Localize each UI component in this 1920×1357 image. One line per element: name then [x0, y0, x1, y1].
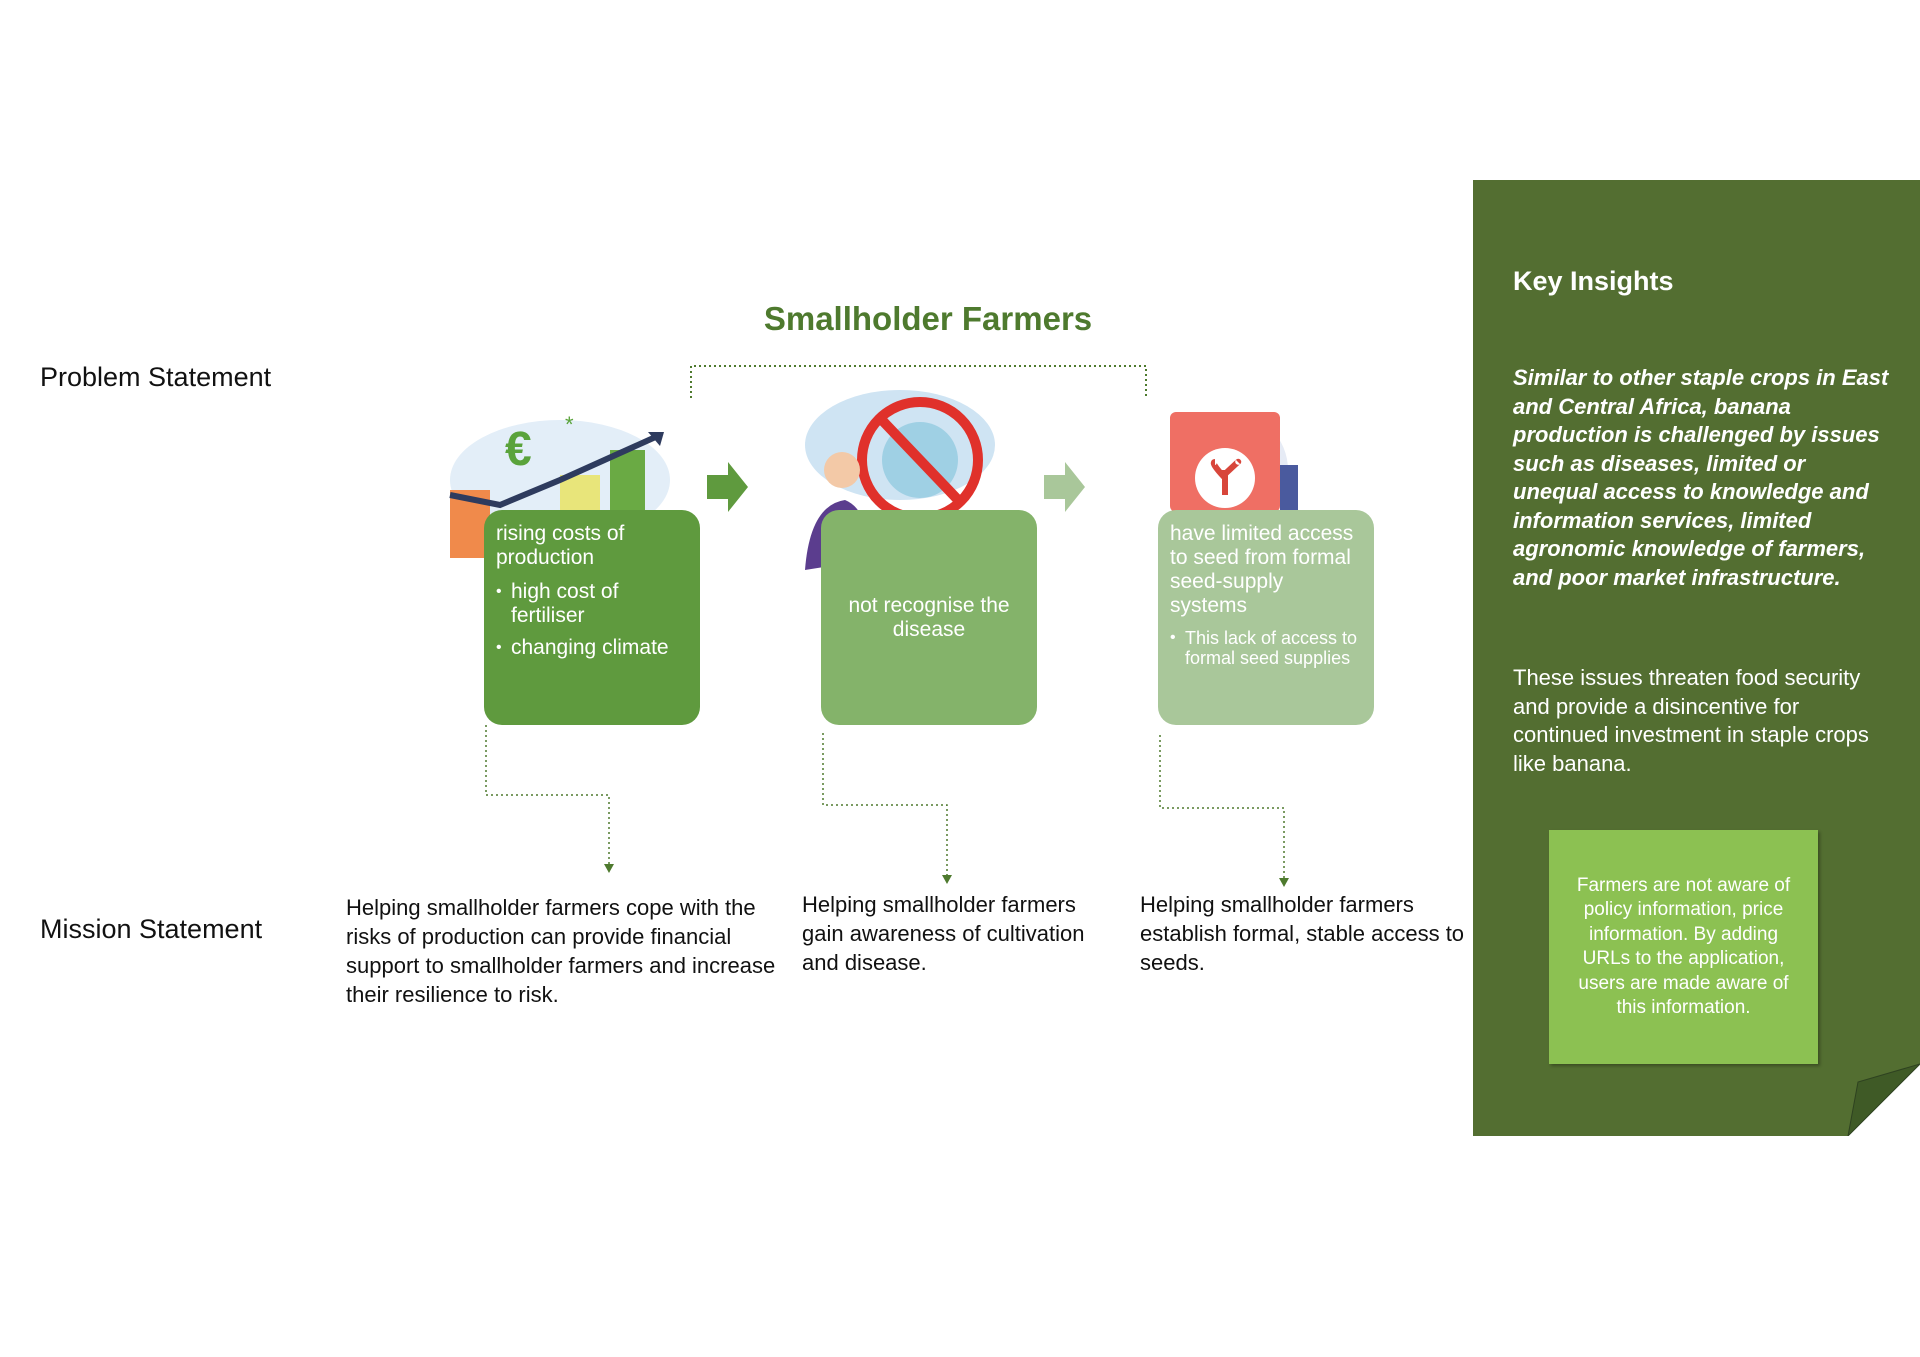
seed-bag-illustration — [1170, 412, 1298, 528]
problem-heading: not recognise the disease — [848, 593, 1010, 641]
problem-box-costs: rising costs of production high cost of … — [484, 510, 700, 725]
arrow-right-icon — [707, 462, 748, 512]
arrow-down-icon — [942, 875, 952, 884]
bullet: high cost of fertiliser — [496, 580, 688, 628]
mission-text-1: Helping smallholder farmers cope with th… — [346, 895, 776, 1007]
problem-statement-label: Problem Statement — [40, 362, 272, 392]
connector-line — [1159, 735, 1285, 880]
arrow-down-icon — [604, 864, 614, 873]
bracket-line — [690, 365, 1147, 398]
connector-line — [822, 733, 948, 877]
mission-text-2: Helping smallholder farmers gain awarene… — [802, 892, 1085, 975]
problem-box-seed: have limited access to seed from formal … — [1158, 510, 1374, 725]
problem-heading: rising costs of production — [496, 522, 625, 569]
problem-heading: have limited access to seed from formal … — [1170, 522, 1354, 617]
mission-text-3: Helping smallholder farmers establish fo… — [1140, 892, 1465, 975]
key-insights-paragraph-2: These issues threaten food security and … — [1513, 665, 1869, 776]
connector-line — [485, 725, 610, 866]
bullet: This lack of access to formal seed suppl… — [1170, 628, 1362, 668]
svg-text:*: * — [565, 412, 574, 437]
page-curl-icon — [1847, 1063, 1920, 1136]
bullet: changing climate — [496, 636, 688, 660]
key-insights-title: Key Insights — [1513, 266, 1674, 296]
key-insights-panel: Key Insights Similar to other staple cro… — [1473, 180, 1920, 1136]
arrow-down-icon — [1279, 878, 1289, 887]
key-insights-paragraph-1: Similar to other staple crops in East an… — [1513, 365, 1889, 590]
insight-note: Farmers are not aware of policy informat… — [1549, 830, 1818, 1064]
mission-statement-label: Mission Statement — [40, 914, 263, 944]
svg-text:€: € — [505, 423, 532, 476]
problem-box-disease: not recognise the disease — [821, 510, 1037, 725]
diagram-title: Smallholder Farmers — [763, 300, 1093, 337]
arrow-right-icon — [1044, 462, 1085, 512]
